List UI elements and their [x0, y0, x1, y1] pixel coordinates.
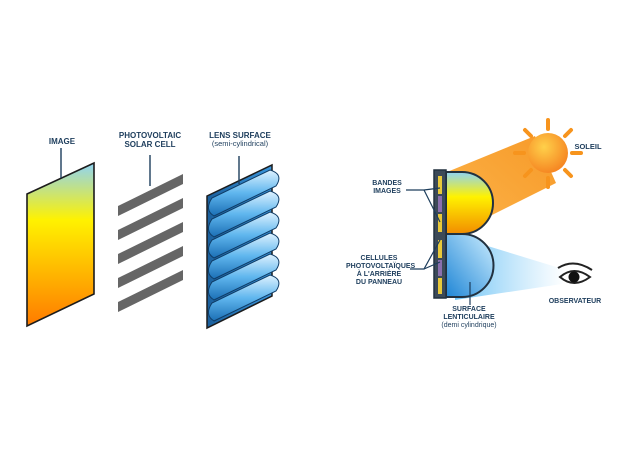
photovoltaic-solar-cell-label: PHOTOVOLTAIC SOLAR CELL	[118, 131, 182, 150]
lens-surface-label: LENS SURFACE (semi-cylindrical)	[209, 131, 271, 149]
soleil-label: SOLEIL	[574, 142, 602, 151]
sun-icon	[513, 118, 583, 189]
bandes-images-label: BANDES IMAGES	[372, 180, 402, 196]
image-label: IMAGE	[48, 137, 76, 146]
photovoltaic-stripes	[118, 174, 183, 312]
bottom-lens-half	[445, 233, 495, 298]
cellules-photovoltaiques-label: CELLULES PHOTOVOLTAÏQUES À L'ARRIÈRE DU …	[346, 255, 416, 287]
right-leader-lines	[406, 187, 471, 305]
lens-surface-panel	[206, 163, 280, 330]
panel-frame	[433, 169, 447, 299]
surface-lenticulaire-label: SURFACE LENTICULAIRE (demi cylindrique)	[441, 306, 497, 330]
eye-icon	[557, 262, 593, 284]
observateur-label: OBSERVATEUR	[548, 298, 602, 305]
image-panel	[26, 161, 95, 328]
top-lens-half	[445, 171, 494, 235]
